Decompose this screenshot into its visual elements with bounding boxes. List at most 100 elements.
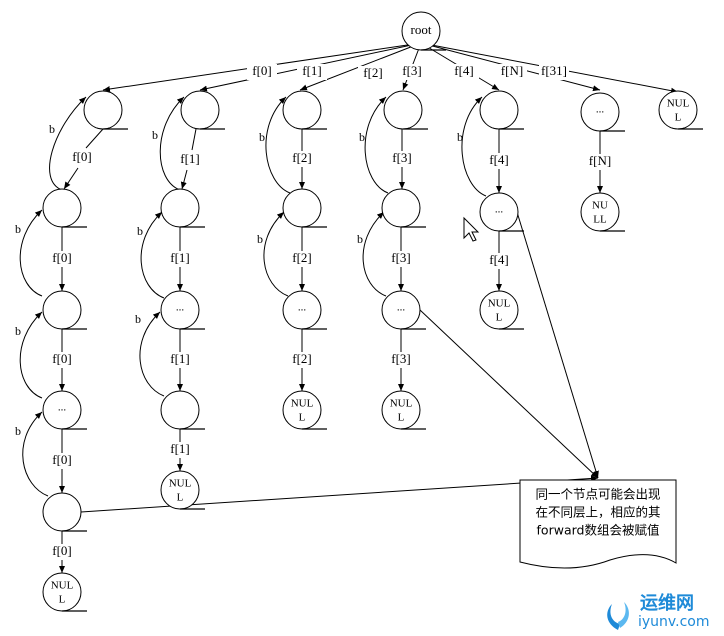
col-f3-back-0 bbox=[364, 96, 389, 194]
col-f1-link-0-label: f[1] bbox=[180, 151, 200, 166]
col-f3-node-1 bbox=[381, 188, 421, 228]
col-f1-back-1 bbox=[140, 211, 165, 299]
watermark: 运维网 iyunv.com bbox=[598, 594, 718, 634]
edges-layer bbox=[19, 42, 679, 573]
col-f0-back-1 bbox=[19, 209, 43, 297]
col-f0-link-2-label: f[0] bbox=[52, 351, 72, 366]
root-link-label-1: f[1] bbox=[302, 63, 322, 78]
col-f0-back-1-label: b bbox=[15, 222, 21, 236]
col-f2-back-0 bbox=[265, 96, 291, 194]
col-f4-node-2-text-1: NUL bbox=[488, 298, 511, 310]
labels-layer: rootf[0]f[1]f[2]f[3]f[4]f[N]f[31]...NULL… bbox=[15, 22, 690, 606]
note-pointer-f3 bbox=[419, 309, 599, 479]
col-f0-back-2-label: b bbox=[15, 324, 21, 338]
col-f0-node-5-text-2: L bbox=[59, 594, 66, 606]
col-f2-link-2-label: f[2] bbox=[292, 351, 312, 366]
col-fN-node-1-text-1: NU bbox=[592, 200, 608, 212]
col-f1-node-0 bbox=[180, 90, 220, 130]
col-f3-back-1 bbox=[362, 211, 387, 297]
col-f4-link-0-label: f[4] bbox=[489, 152, 509, 167]
note-box: 同一个节点可能会出现 在不同层上，相应的其 forward数组会被赋值 bbox=[519, 479, 677, 569]
col-fN-node-0-dots: ... bbox=[596, 104, 605, 116]
root-link-label-bg-5 bbox=[497, 64, 527, 80]
col-f3-node-2-dots: ... bbox=[397, 302, 406, 314]
col-f3-back-0-label: b bbox=[359, 130, 365, 144]
nodes-layer bbox=[42, 11, 703, 612]
col-f4-back-0 bbox=[461, 96, 487, 197]
col-f31-node-0-text-1: NUL bbox=[667, 98, 690, 110]
col-f3-back-1-label: b bbox=[357, 232, 363, 246]
col-f3-link-0-label: f[3] bbox=[392, 150, 412, 165]
col-f0-back-0 bbox=[49, 96, 87, 191]
col-f1-link-2-label: f[1] bbox=[170, 351, 190, 366]
note-line-2: 在不同层上，相应的其 bbox=[535, 505, 660, 520]
col-f4-node-0 bbox=[479, 90, 519, 130]
col-f3-link-1-label: f[3] bbox=[391, 250, 411, 265]
col-f2-node-2-dots: ... bbox=[298, 302, 307, 314]
root-link-label-bg-2 bbox=[358, 66, 388, 82]
col-f4-node-2-text-2: L bbox=[496, 312, 503, 324]
col-f0-back-3 bbox=[22, 411, 49, 497]
root-link-label-3: f[3] bbox=[402, 63, 422, 78]
col-f1-back-2 bbox=[139, 311, 165, 397]
col-f0-node-2 bbox=[42, 290, 82, 330]
col-f3-link-2-label: f[3] bbox=[391, 351, 411, 366]
root-link-label-2: f[2] bbox=[363, 65, 383, 80]
root-link-label-6: f[31] bbox=[541, 63, 567, 78]
col-f1-node-2-dots: ... bbox=[176, 302, 185, 314]
col-f1-back-0-label: b bbox=[152, 128, 158, 142]
col-f0-back-0-label: b bbox=[49, 122, 55, 136]
col-f1-link-0-upper bbox=[191, 128, 197, 151]
col-f0-link-0-label: f[0] bbox=[72, 149, 92, 164]
col-f0-node-1 bbox=[42, 188, 82, 228]
col-f0-link-0-upper bbox=[85, 128, 104, 149]
col-f3-node-3-text-1: NUL bbox=[390, 398, 413, 410]
col-f0-back-2 bbox=[19, 311, 43, 399]
col-fN-node-1-text-2: LL bbox=[593, 214, 607, 226]
col-f2-back-0-label: b bbox=[259, 130, 265, 144]
mouse-cursor-icon bbox=[463, 216, 480, 242]
root-link-label-4: f[4] bbox=[454, 63, 474, 78]
col-f0-node-4 bbox=[42, 492, 82, 532]
col-f2-node-0 bbox=[282, 90, 322, 130]
col-f1-link-3-label: f[1] bbox=[170, 441, 190, 456]
note-pointer-f0 bbox=[80, 475, 599, 513]
col-f2-link-1-label: f[2] bbox=[292, 250, 312, 265]
watermark-logo-icon bbox=[607, 602, 629, 630]
col-fN-link-0-label: f[N] bbox=[589, 153, 611, 168]
root-link-label-bg-6 bbox=[539, 64, 569, 80]
root-link-label-0: f[0] bbox=[252, 63, 272, 78]
root-link-label-bg-0 bbox=[247, 64, 277, 80]
col-f2-back-1-label: b bbox=[257, 232, 263, 246]
col-f1-node-4-text-2: L bbox=[177, 492, 184, 504]
col-f0-link-3-label: f[0] bbox=[52, 452, 72, 467]
col-f0-back-3-label: b bbox=[15, 424, 21, 438]
watermark-url: iyunv.com bbox=[638, 614, 710, 630]
col-f3-node-0 bbox=[383, 90, 423, 130]
col-f0-link-0-lower bbox=[63, 167, 79, 190]
root-label: root bbox=[411, 22, 432, 37]
col-f0-node-3-dots: ... bbox=[58, 402, 67, 414]
note-line-3: forward数组会被赋值 bbox=[537, 523, 660, 538]
note-pointer-f4 bbox=[516, 211, 599, 479]
col-f2-node-3-text-1: NUL bbox=[291, 398, 314, 410]
col-f3-node-3-text-2: L bbox=[398, 412, 405, 424]
watermark-name: 运维网 bbox=[640, 593, 694, 614]
col-f1-link-0-lower bbox=[180, 169, 188, 190]
col-f4-back-0-label: b bbox=[457, 130, 463, 144]
col-f0-node-5-text-1: NUL bbox=[51, 580, 74, 592]
col-f4-node-1-dots: ... bbox=[495, 204, 504, 216]
col-f31-node-0-text-2: L bbox=[675, 112, 682, 124]
root-link-label-bg-1 bbox=[297, 64, 327, 80]
col-f1-node-1 bbox=[160, 188, 200, 228]
root-link-label-bg-3 bbox=[397, 64, 427, 80]
col-f2-node-3-text-2: L bbox=[299, 412, 306, 424]
col-f4-link-1-label: f[4] bbox=[489, 252, 509, 267]
col-f0-link-1-label: f[0] bbox=[52, 250, 72, 265]
root-link-label-bg-4 bbox=[449, 64, 479, 80]
note-shape bbox=[519, 479, 677, 569]
root-link-label-5: f[N] bbox=[501, 63, 523, 78]
col-f0-link-4-label: f[0] bbox=[52, 543, 72, 558]
col-f2-link-0-label: f[2] bbox=[292, 150, 312, 165]
col-f0-node-0 bbox=[83, 90, 123, 130]
